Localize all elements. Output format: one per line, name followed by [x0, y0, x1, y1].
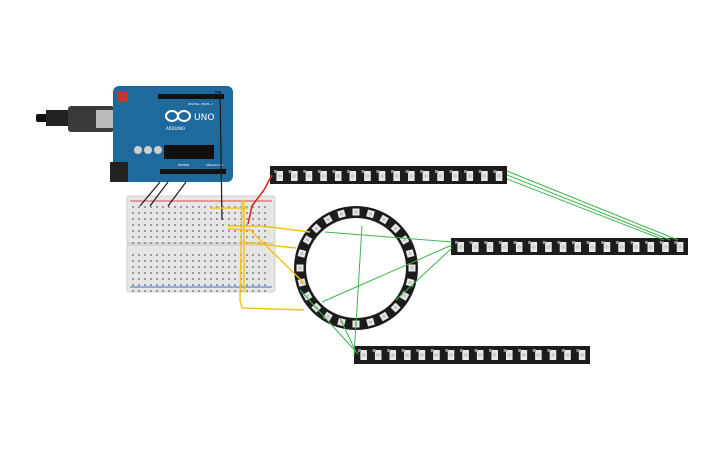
- strip-bottom-led: [518, 349, 528, 360]
- ring-led: [297, 278, 307, 287]
- strip-top-led: [420, 170, 430, 181]
- strip-top-led: [317, 170, 327, 181]
- breadboard[interactable]: [126, 195, 276, 293]
- strip-top-led: [449, 170, 459, 181]
- strip-right-led: [674, 241, 684, 252]
- board-model-label: UNO: [194, 113, 214, 123]
- ring-led: [366, 317, 375, 327]
- strip-bottom-led: [576, 349, 586, 360]
- strip-top-led: [376, 170, 386, 181]
- strip-bottom-led: [358, 349, 367, 360]
- strip-top-led: [434, 170, 444, 181]
- ring-led: [323, 214, 333, 225]
- red-wires: [247, 174, 273, 225]
- strip-bottom-led: [532, 349, 542, 360]
- ring-led: [379, 214, 389, 225]
- strip-right-led: [498, 241, 508, 252]
- strip-bottom-led: [561, 349, 571, 360]
- strip-top-led: [391, 170, 400, 181]
- strip-bottom-led: [547, 349, 557, 360]
- strip-right-led: [572, 241, 581, 252]
- board-brand-label: ARDUINO: [166, 126, 185, 131]
- ring-led: [366, 209, 375, 219]
- strip-top-led: [303, 170, 313, 181]
- strip-bottom-led: [430, 349, 440, 360]
- strip-right-led: [630, 241, 640, 252]
- led-strip-top[interactable]: [270, 166, 507, 184]
- green-wires: [299, 170, 679, 357]
- strip-top-led: [478, 170, 488, 181]
- strip-top-led: [361, 170, 371, 181]
- strip-bottom-led: [416, 349, 426, 360]
- strip-bottom-led: [401, 349, 411, 360]
- arduino-logo-icon: [165, 110, 191, 122]
- ring-led: [296, 264, 304, 272]
- digital-label: DIGITAL (PWM~): [188, 102, 213, 106]
- reset-button[interactable]: [117, 92, 127, 102]
- usb-cable: [36, 106, 114, 132]
- strip-bottom-led: [387, 349, 397, 360]
- ring-led: [379, 311, 389, 322]
- strip-bottom-led: [489, 349, 498, 360]
- strip-bottom-led: [503, 349, 513, 360]
- strip-right-led: [455, 241, 464, 252]
- microcontroller-chip: [164, 145, 214, 159]
- strip-right-led: [557, 241, 567, 252]
- strip-right-led: [586, 241, 596, 252]
- strip-top-led: [464, 170, 474, 181]
- strip-right-led: [513, 241, 523, 252]
- black-wires: [139, 91, 223, 221]
- analog-header: [160, 169, 226, 174]
- ring-led: [405, 249, 415, 258]
- led-ring[interactable]: [294, 206, 418, 330]
- strip-top-led: [405, 170, 415, 181]
- strip-top-led: [274, 170, 283, 181]
- strip-bottom-led: [474, 349, 484, 360]
- strip-right-led: [469, 241, 479, 252]
- strip-bottom-led: [445, 349, 455, 360]
- ring-led: [408, 264, 416, 272]
- ring-led: [297, 249, 307, 258]
- led-strip-bottom[interactable]: [354, 346, 590, 364]
- strip-bottom-led: [372, 349, 382, 360]
- strip-top-led: [288, 170, 298, 181]
- led-strip-right[interactable]: [451, 238, 688, 255]
- power-label: POWER: [178, 163, 189, 167]
- strip-right-led: [484, 241, 494, 252]
- ring-led: [399, 291, 410, 301]
- arduino-uno-board[interactable]: UNO ARDUINO DIGITAL (PWM~) POWER ANALOG …: [110, 86, 233, 182]
- strip-bottom-led: [459, 349, 469, 360]
- strip-top-led: [332, 170, 342, 181]
- analog-label: ANALOG IN: [206, 163, 223, 167]
- yellow-wires: [210, 199, 311, 311]
- ring-led: [302, 235, 313, 245]
- digital-header: [158, 94, 224, 99]
- strip-top-led: [347, 170, 357, 181]
- breadboard-holes: [132, 206, 266, 292]
- strip-top-led: [493, 170, 503, 181]
- ring-led: [352, 208, 360, 216]
- strip-right-led: [615, 241, 625, 252]
- ring-led: [337, 209, 346, 219]
- strip-right-led: [645, 241, 655, 252]
- strip-right-led: [601, 241, 611, 252]
- strip-right-led: [659, 241, 669, 252]
- strip-right-led: [528, 241, 538, 252]
- strip-right-led: [542, 241, 552, 252]
